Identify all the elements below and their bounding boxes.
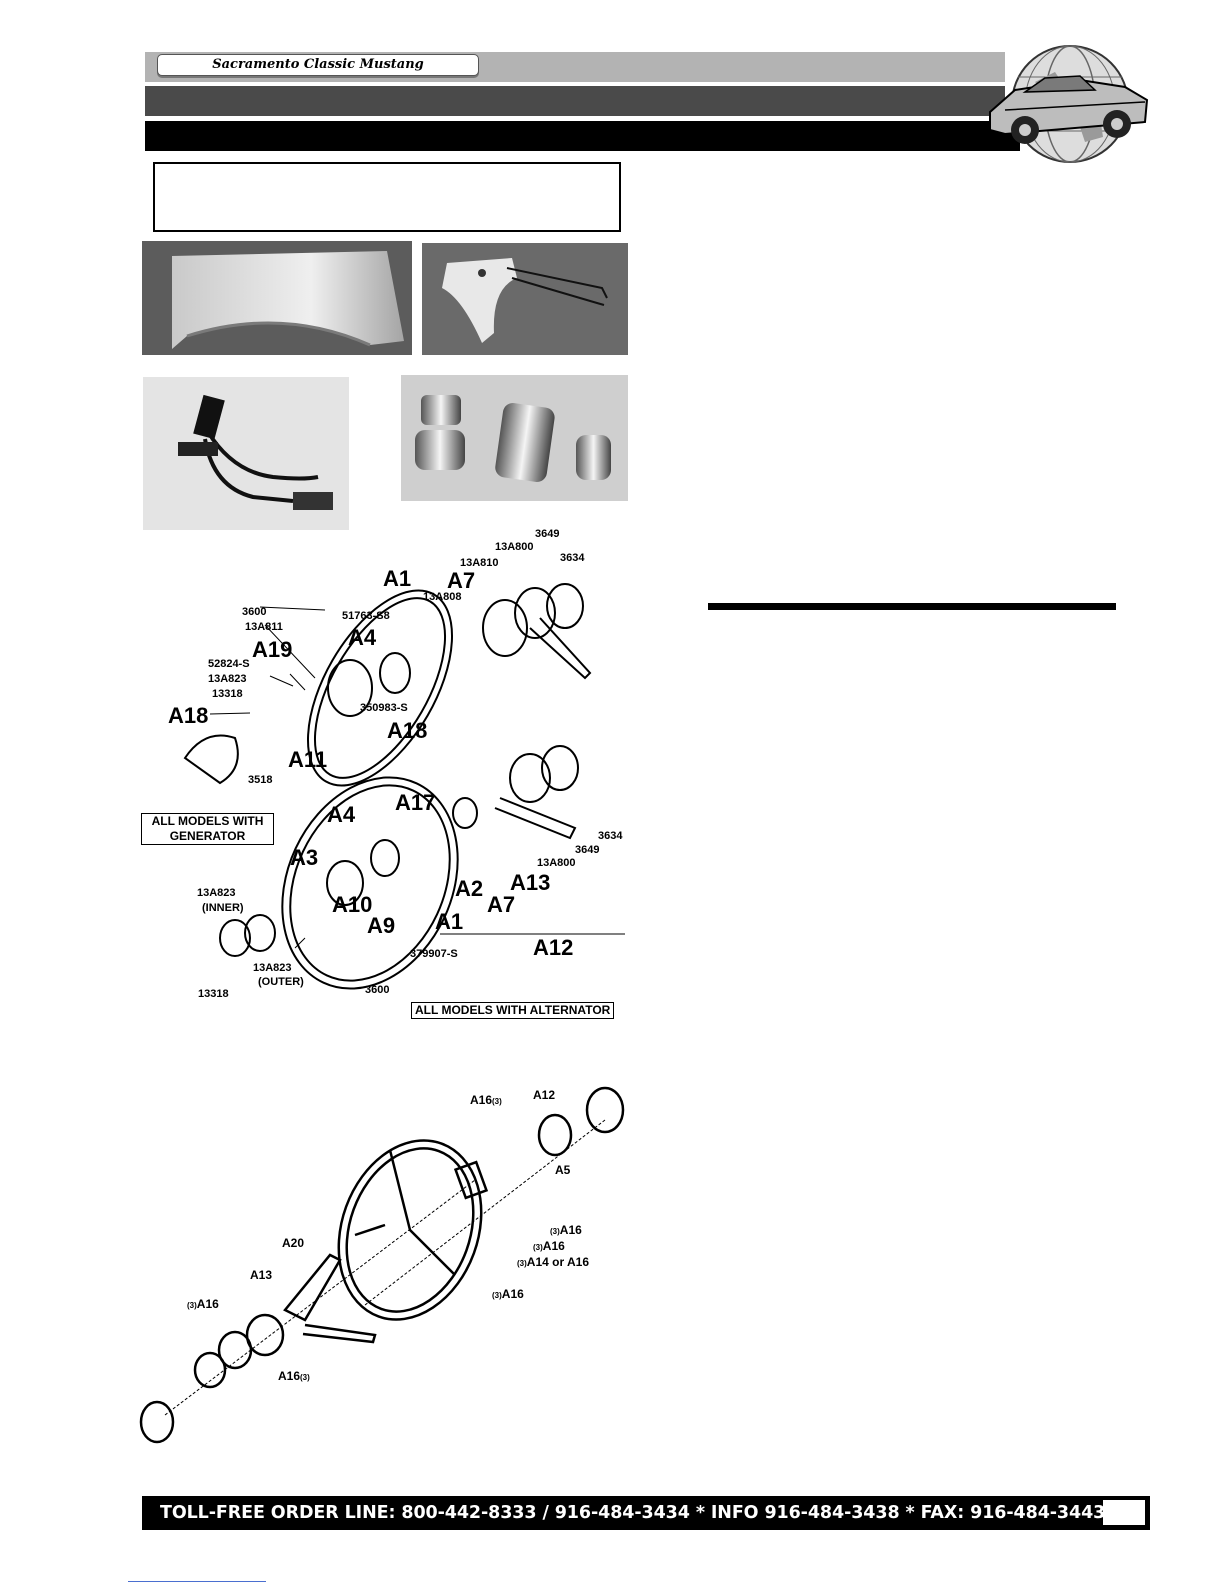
callout-a13: A13 <box>510 870 551 895</box>
a16-right-2-label: A16 <box>542 1239 565 1253</box>
a16-right-2-qty: (3) <box>533 1243 543 1252</box>
callout-a18-left: A18 <box>168 703 209 728</box>
callout-a16-left: (3)A16 <box>187 1297 219 1311</box>
callout-a17: A17 <box>395 790 436 815</box>
callout-outer: (OUTER) <box>258 976 304 988</box>
callout-a9: A9 <box>367 913 396 938</box>
bottom-link-underline <box>128 1581 266 1582</box>
deluxe-diagram-drawing <box>139 1086 625 1444</box>
brand-title: Sacramento Classic Mustang <box>157 54 479 76</box>
generator-line1: ALL MODELS WITH <box>151 814 264 828</box>
callout-3518: 3518 <box>248 774 273 786</box>
label-alternator-models: ALL MODELS WITH ALTERNATOR <box>411 1002 615 1019</box>
order-line-text: TOLL-FREE ORDER LINE: 800-442-8333 / 916… <box>160 1503 1106 1523</box>
callout-51763-s8: 51763-S8 <box>342 610 390 622</box>
callout-379907-s: 379907-S <box>410 948 458 960</box>
callout-a4-top: A4 <box>348 625 377 650</box>
callout-3649-top: 3649 <box>535 528 560 540</box>
callout-a11: A11 <box>288 747 328 772</box>
a16-bottom-qty: (3) <box>300 1373 310 1382</box>
callout-13a823-outer: 13A823 <box>253 962 292 974</box>
globe-car-logo-icon <box>989 45 1149 163</box>
callout-13a811: 13A811 <box>245 621 283 633</box>
callout-13a823-top: 13A823 <box>208 673 247 685</box>
callout-a4-bottom: A4 <box>327 802 356 827</box>
callout-13a800-bottom: 13A800 <box>537 857 576 869</box>
callout-a12: A12 <box>533 935 574 960</box>
callout-a16-right-1: (3)A16 <box>550 1223 582 1237</box>
a16-left-label: A16 <box>196 1297 219 1311</box>
callout-350983-s: 350983-S <box>360 702 408 714</box>
callout-13a823-inner: 13A823 <box>197 887 236 899</box>
a16-right-1-qty: (3) <box>550 1227 560 1236</box>
deluxe-wheel-exploded-diagram: A16(3) A12 A5 (3)A16 (3)A16 (3)A14 or A1… <box>135 1080 640 1450</box>
a16-left-qty: (3) <box>187 1301 197 1310</box>
callout-a16-right-2: (3)A16 <box>533 1239 565 1253</box>
callout-a13: A13 <box>250 1268 273 1282</box>
callout-13318-bottom: 13318 <box>198 988 229 1000</box>
a16-center-qty: (3) <box>492 1291 502 1300</box>
callout-13a810: 13A810 <box>460 557 499 569</box>
callout-a16-top: A16(3) <box>470 1093 502 1107</box>
a16-top-label: A16 <box>470 1093 493 1107</box>
header-dark-band <box>145 86 1005 116</box>
section-divider <box>708 603 1116 610</box>
a16-center-label: A16 <box>501 1287 524 1301</box>
callout-a5: A5 <box>555 1163 571 1177</box>
callout-a2: A2 <box>455 876 484 901</box>
callout-a16-bottom: A16(3) <box>278 1369 310 1383</box>
callout-3600-bottom: 3600 <box>365 984 390 996</box>
callout-a18-right: A18 <box>387 718 428 743</box>
label-generator-models: ALL MODELS WITH GENERATOR <box>141 813 274 845</box>
a14-label: A14 or A16 <box>526 1255 590 1269</box>
callout-52824-s: 52824-S <box>208 658 250 670</box>
callout-a12: A12 <box>533 1088 556 1102</box>
photo-wiring-pigtail <box>143 377 349 530</box>
a16-top-qty: (3) <box>492 1097 502 1106</box>
callout-inner: (INNER) <box>202 902 244 914</box>
header-divider <box>145 117 1005 119</box>
a16-right-1-label: A16 <box>559 1223 582 1237</box>
callout-a7-top: A7 <box>447 568 476 593</box>
callout-3600-top: 3600 <box>242 606 267 618</box>
callout-3649-bottom: 3649 <box>575 844 600 856</box>
callout-a10: A10 <box>332 892 373 917</box>
callout-3634-bottom: 3634 <box>598 830 623 842</box>
photo-turn-signal-switch <box>422 243 628 355</box>
a16-bottom-label: A16 <box>278 1369 301 1383</box>
callout-a20: A20 <box>282 1236 305 1250</box>
callout-a3: A3 <box>290 845 319 870</box>
product-title-box <box>153 162 621 232</box>
photo-column-spacers <box>401 375 628 501</box>
callout-13a808: 13A808 <box>423 591 462 603</box>
callout-a1-top: A1 <box>383 566 412 591</box>
callout-a7-bottom: A7 <box>487 892 516 917</box>
steering-wheel-exploded-diagram: 3649 13A800 3634 13A810 A1 A7 13A808 360… <box>135 528 640 1023</box>
header-black-band <box>145 121 1020 151</box>
callout-3634-top: 3634 <box>560 552 585 564</box>
page-number-box <box>1103 1500 1145 1525</box>
a14-qty: (3) <box>517 1259 527 1268</box>
callout-a1-bottom: A1 <box>435 909 464 934</box>
callout-13a800-top: 13A800 <box>495 541 534 553</box>
diagram-drawing <box>183 583 625 990</box>
footer-bar <box>142 1496 1150 1530</box>
photo-steering-column-bezel <box>142 241 412 355</box>
generator-line2: GENERATOR <box>169 829 246 843</box>
callout-a14-or-a16: (3)A14 or A16 <box>517 1255 589 1269</box>
callout-a19: A19 <box>252 637 293 662</box>
callout-13318-top: 13318 <box>212 688 243 700</box>
callout-a16-center: (3)A16 <box>492 1287 524 1301</box>
